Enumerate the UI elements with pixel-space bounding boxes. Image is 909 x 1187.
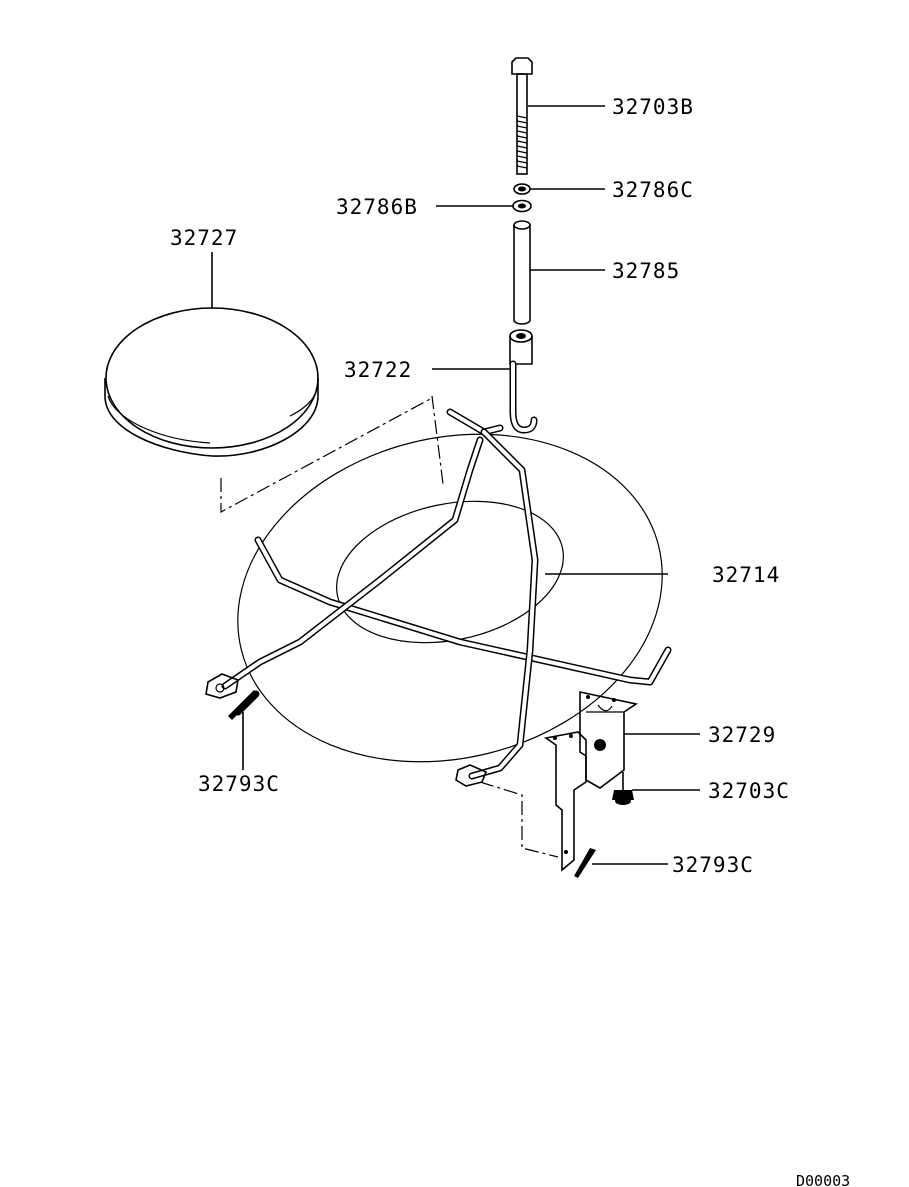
label-carrier: 32714 (712, 563, 780, 587)
lower-bracket-plate (543, 731, 587, 872)
assembly-line-cover (220, 395, 444, 514)
label-bolt-bracket: 32703C (708, 779, 790, 803)
label-cover: 32727 (170, 226, 238, 250)
mount-bracket (579, 691, 639, 789)
label-bracket: 32729 (708, 723, 776, 747)
bolt-top (511, 57, 533, 175)
tire-cover (104, 307, 319, 457)
washer-lower (512, 199, 532, 213)
label-bolt-top: 32703B (612, 95, 694, 119)
label-pin-left: 32793C (198, 772, 280, 796)
label-spacer-tube: 32785 (612, 259, 680, 283)
pin-right (574, 848, 596, 878)
leader-lines (211, 105, 700, 865)
spare-tire-outline (237, 433, 663, 763)
assembly-line-plate (479, 781, 559, 858)
spacer-tube (513, 220, 531, 325)
label-washer-lower: 32786B (336, 195, 418, 219)
label-washer-upper: 32786C (612, 178, 694, 202)
hook-bracket (509, 329, 538, 434)
washer-upper (513, 183, 531, 195)
bolt-bracket (612, 772, 634, 805)
label-hook-bracket: 32722 (344, 358, 412, 382)
document-code: D00003 (796, 1172, 850, 1187)
label-pin-right: 32793C (672, 853, 754, 877)
tire-carrier (205, 408, 672, 787)
pin-left (228, 690, 260, 720)
